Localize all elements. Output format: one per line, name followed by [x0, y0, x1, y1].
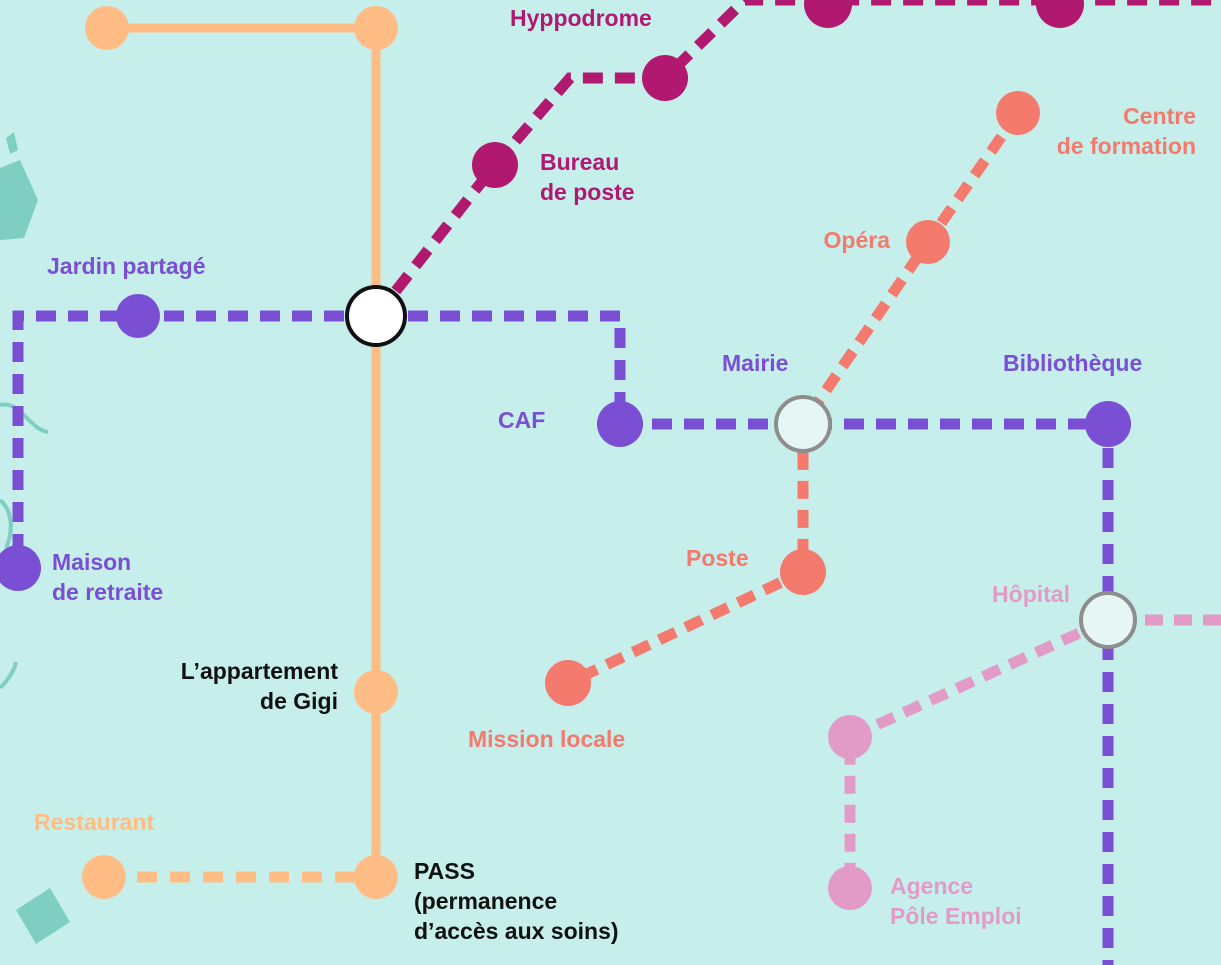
- line-magenta: [371, 0, 1221, 320]
- label-bibliotheque: Bibliothèque: [1003, 350, 1143, 376]
- station-orange-top-left[interactable]: [85, 6, 129, 50]
- label-restaurant: Restaurant: [34, 809, 155, 835]
- stations: [0, 0, 1137, 910]
- decor-squiggle-3: [0, 661, 18, 690]
- station-mission-locale[interactable]: [545, 660, 591, 706]
- station-hippodrome-1[interactable]: [804, 0, 852, 28]
- station-poste[interactable]: [780, 549, 826, 595]
- decor-squiggle-2: [0, 498, 13, 549]
- interchange-main-hub[interactable]: [345, 285, 407, 347]
- label-opera: Opéra: [823, 227, 890, 253]
- line-orange: [104, 23, 381, 883]
- station-agence-pole-emploi[interactable]: [828, 866, 872, 910]
- label-mairie: Mairie: [722, 350, 789, 376]
- label-bureau-de-poste: Bureau de poste: [540, 149, 635, 205]
- label-hippodrome: Hyppodrome: [510, 5, 652, 31]
- station-hippodrome-2[interactable]: [1036, 0, 1084, 28]
- interchange-mairie[interactable]: [774, 395, 832, 453]
- station-caf[interactable]: [597, 401, 643, 447]
- label-mission-locale: Mission locale: [468, 726, 626, 752]
- label-jardin-partage: Jardin partagé: [47, 253, 206, 279]
- line-orange-path: [107, 23, 381, 870]
- label-agence-pole-emploi: Agence Pôle Emploi: [890, 873, 1022, 929]
- label-centre-de-formation: Centre de formation: [1056, 103, 1196, 159]
- decorative-shapes: [0, 132, 70, 944]
- station-agence-pole-emploi-top[interactable]: [828, 715, 872, 759]
- station-bibliotheque[interactable]: [1085, 401, 1131, 447]
- label-caf: CAF: [498, 407, 546, 433]
- decor-diamond-top-left: [0, 160, 38, 240]
- decor-diamond-bottom-left: [16, 888, 70, 944]
- line-purple-west: [12, 310, 376, 568]
- station-centre-de-formation[interactable]: [996, 91, 1040, 135]
- label-pass: PASS (permanence d’accès aux soins): [414, 858, 619, 944]
- station-appartement-gigi[interactable]: [354, 670, 398, 714]
- label-appartement-gigi: L’appartement de Gigi: [180, 658, 338, 714]
- label-hopital: Hôpital: [992, 581, 1070, 607]
- station-jardin-partage[interactable]: [116, 294, 160, 338]
- line-pink: [844, 614, 1221, 888]
- decor-squiggle-1: [0, 402, 49, 434]
- station-restaurant[interactable]: [82, 855, 126, 899]
- station-maison-de-retraite[interactable]: [0, 545, 41, 591]
- label-poste: Poste: [686, 545, 749, 571]
- interchange-hopital[interactable]: [1079, 591, 1137, 649]
- decor-sliver-top-left: [6, 132, 18, 154]
- station-magenta-mid[interactable]: [642, 55, 688, 101]
- station-orange-top-corner[interactable]: [354, 6, 398, 50]
- station-opera[interactable]: [906, 220, 950, 264]
- label-maison-de-retraite: Maison de retraite: [52, 549, 164, 605]
- station-pass[interactable]: [354, 855, 398, 899]
- station-bureau-de-poste[interactable]: [472, 142, 518, 188]
